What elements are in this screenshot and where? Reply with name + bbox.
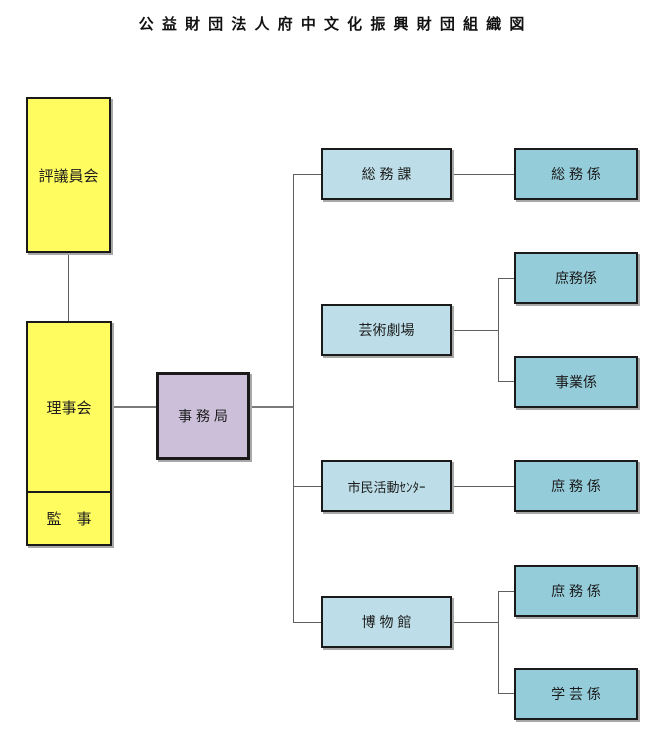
node-general-affairs-section: 総 務 係: [514, 148, 638, 200]
node-board-of-directors: 理事会: [26, 321, 112, 493]
node-auditor: 監 事: [26, 491, 112, 546]
connector-trunk-civic-activity-center: [293, 486, 321, 487]
connector-art-theater-bracket-vertical: [498, 278, 499, 382]
node-secretariat: 事 務 局: [156, 372, 250, 460]
connector-bracket-art-theater-general-section: [498, 278, 514, 279]
node-civic-center-general-affairs-section: 庶 務 係: [514, 460, 638, 512]
connector-board-secretariat: [111, 406, 157, 408]
connector-secretariat-trunk: [250, 406, 294, 408]
node-general-affairs-division: 総 務 課: [321, 148, 452, 200]
connector-museum-bracket-vertical: [498, 591, 499, 694]
connector-trunk-vertical: [293, 174, 294, 622]
node-art-theater-general-affairs-section: 庶務係: [514, 252, 638, 304]
connector-museum-bracket: [452, 622, 498, 623]
connector-division-general-affairs-section: [452, 174, 514, 175]
node-museum-general-affairs-section: 庶 務 係: [514, 565, 638, 617]
node-civic-activity-center: 市民活動ｾﾝﾀｰ: [321, 460, 452, 512]
connector-councilors-board: [68, 252, 69, 322]
node-board-of-councilors: 評議員会: [26, 97, 111, 253]
node-museum: 博 物 館: [321, 596, 452, 648]
node-art-theater-business-section: 事業係: [514, 356, 638, 408]
connector-art-theater-bracket: [452, 330, 498, 331]
connector-civic-center-general-section: [452, 486, 514, 487]
node-museum-curatorial-section: 学 芸 係: [514, 668, 638, 720]
connector-bracket-art-theater-business-section: [498, 381, 514, 382]
node-art-theater: 芸術劇場: [321, 304, 452, 356]
connector-trunk-general-affairs-division: [293, 174, 321, 175]
connector-bracket-museum-general-section: [498, 591, 514, 592]
connector-trunk-museum: [293, 622, 321, 623]
connector-bracket-museum-curatorial-section: [498, 693, 514, 694]
chart-title: 公 益 財 団 法 人 府 中 文 化 振 興 財 団 組 織 図: [138, 16, 527, 33]
